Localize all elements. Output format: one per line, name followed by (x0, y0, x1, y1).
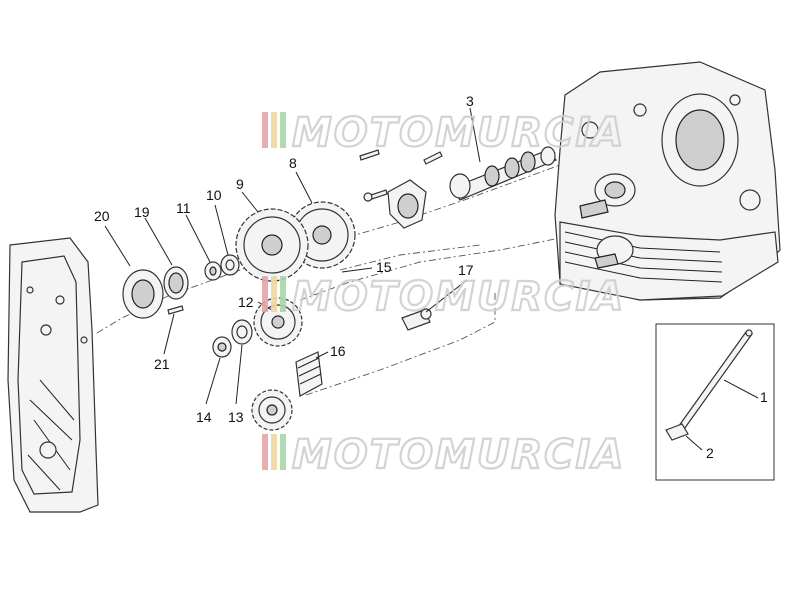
washer-10 (220, 254, 240, 276)
leader-lines (104, 107, 759, 451)
washer-13 (231, 319, 253, 345)
camshaft (449, 146, 557, 201)
callout-10: 10 (206, 187, 222, 203)
callout-3: 3 (466, 93, 474, 109)
callout-11: 11 (176, 200, 191, 216)
callout-19: 19 (134, 204, 150, 220)
sprocket-lower (251, 389, 293, 431)
bearing-plate (387, 179, 427, 229)
callout-8: 8 (289, 155, 297, 171)
callout-9: 9 (236, 176, 244, 192)
gear-9 (235, 208, 309, 282)
watermark-middle: MOTOMURCIA (262, 273, 625, 321)
seal-19 (163, 266, 189, 300)
gear-12 (253, 297, 303, 347)
callout-2: 2 (706, 445, 714, 461)
timing-cover (7, 237, 99, 513)
callout-12: 12 (238, 294, 254, 310)
callout-14: 14 (196, 409, 212, 425)
callout-16: 16 (330, 343, 346, 359)
crankcase (554, 61, 781, 301)
watermark-bottom: MOTOMURCIA (262, 431, 625, 479)
screw-21 (167, 305, 184, 315)
callout-labels: 20 19 11 10 9 8 3 15 17 12 16 21 14 13 1… (94, 93, 768, 461)
flange-20 (122, 269, 164, 319)
watermark-text: MOTOMURCIA (292, 432, 625, 478)
callout-17: 17 (458, 262, 474, 278)
inset-box (655, 323, 775, 481)
callout-1: 1 (760, 389, 768, 405)
callout-21: 21 (154, 356, 170, 372)
timing-chain (295, 351, 323, 397)
nut-14 (212, 336, 232, 358)
callout-20: 20 (94, 208, 110, 224)
watermark-top: MOTOMURCIA (262, 109, 625, 157)
watermark-text: MOTOMURCIA (292, 274, 625, 320)
callout-13: 13 (228, 409, 244, 425)
plate-screws (359, 149, 388, 202)
nut-11 (204, 261, 222, 281)
callout-15: 15 (376, 259, 392, 275)
dowel-pin (423, 151, 443, 165)
chain-tensioner (401, 308, 432, 331)
watermark-text: MOTOMURCIA (292, 110, 625, 156)
assembly-axis-lines (96, 164, 561, 396)
